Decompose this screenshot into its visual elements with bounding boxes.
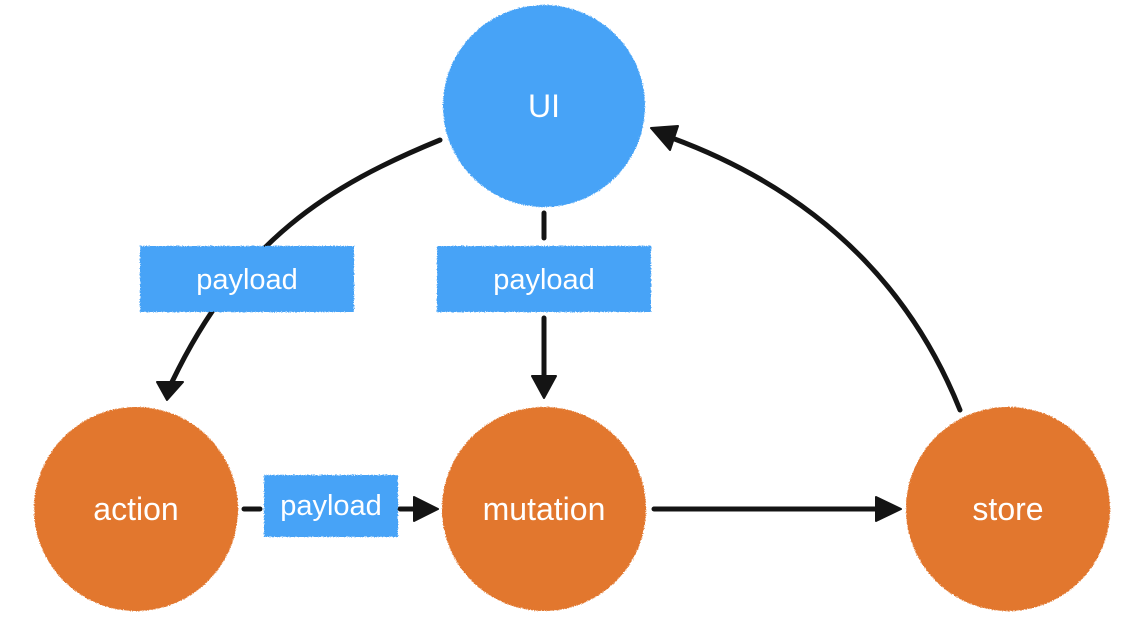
- node-mutation: mutation: [442, 407, 646, 611]
- node-store-circle: [906, 407, 1110, 611]
- arrowhead-action-to-mutation: [413, 496, 439, 522]
- arrowhead-ui-to-mutation: [531, 375, 557, 399]
- node-action-circle: [34, 407, 238, 611]
- payload-tag-label: payload: [493, 264, 595, 296]
- edge-store-to-ui: [669, 135, 963, 413]
- payload-tag-ui-action: payload: [140, 246, 354, 312]
- payload-tag-label: payload: [280, 490, 382, 522]
- node-store: store: [906, 407, 1110, 611]
- arrowhead-mutation-to-store: [875, 496, 902, 522]
- node-mutation-label: mutation: [483, 491, 606, 527]
- node-ui: UI: [443, 5, 645, 207]
- node-mutation-circle: [442, 407, 646, 611]
- node-action-label: action: [93, 491, 178, 527]
- payload-tag-label: payload: [196, 264, 298, 296]
- edge-ui-to-action: [169, 137, 443, 385]
- payload-tag-box: [437, 246, 651, 312]
- payload-tag-box: [264, 475, 398, 537]
- node-ui-label: UI: [528, 88, 560, 124]
- arrowhead-ui-to-action: [156, 381, 184, 401]
- payload-tag-action-mutation: payload: [264, 475, 398, 537]
- arrowhead-store-to-ui: [650, 125, 679, 151]
- payload-tag-ui-mutation: payload: [437, 246, 651, 312]
- node-ui-circle: [443, 5, 645, 207]
- payload-tag-box: [140, 246, 354, 312]
- edges: [156, 125, 963, 522]
- node-action: action: [34, 407, 238, 611]
- node-store-label: store: [972, 491, 1043, 527]
